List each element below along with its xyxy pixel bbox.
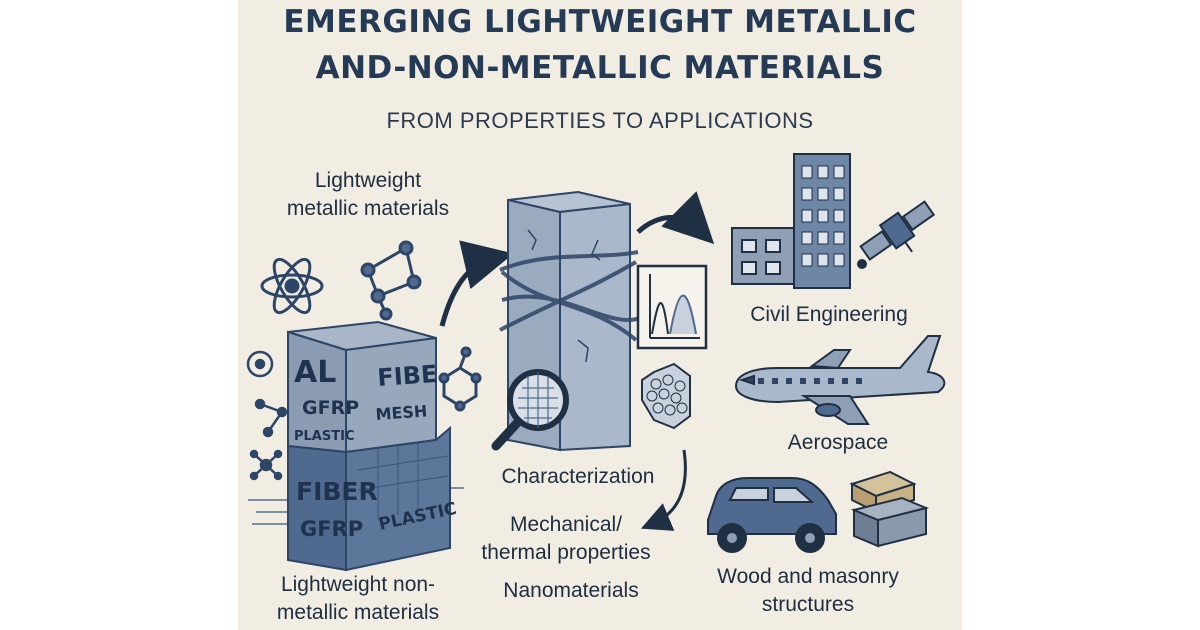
civil-engineering-label: Civil Engineering	[750, 303, 908, 326]
material-block-stack: AL GFRP PLASTIC FIBE MESH FIBER GFRP PLA…	[287, 320, 458, 572]
satellite-icon	[857, 200, 936, 269]
nanostructure-icon	[641, 362, 691, 430]
block-label-gfrp-bottom: GFRP	[300, 517, 363, 541]
block-label-al: AL	[294, 355, 336, 390]
arrow-to-applications	[636, 191, 715, 245]
atom-icon	[260, 257, 324, 315]
block-label-fibe: FIBE	[376, 360, 438, 392]
block-label-fiber: FIBER	[296, 477, 378, 506]
ring-molecule-icon	[438, 346, 482, 412]
arrow-to-characterization	[439, 240, 514, 327]
block-label-gfrp: GFRP	[302, 397, 359, 419]
properties-label-line-2: thermal properties	[481, 541, 651, 564]
nonmetallic-label-line-2: metallic materials	[276, 601, 440, 624]
metallic-label-line-1: Lightweight	[314, 169, 422, 192]
subtitle: FROM PROPERTIES TO APPLICATIONS	[386, 108, 814, 133]
building-icon	[731, 153, 851, 289]
curve-chart-icon	[636, 264, 708, 350]
magnifier-icon	[491, 369, 569, 451]
properties-label-line-1: Mechanical/	[509, 513, 623, 536]
bond-icon	[254, 398, 288, 438]
block-label-mesh: MESH	[375, 401, 428, 424]
molecule-icon	[360, 240, 422, 321]
airplane-icon	[734, 335, 946, 425]
characterization-label: Characterization	[501, 465, 655, 488]
cross-molecule-icon	[249, 449, 283, 481]
arrow-to-properties	[640, 449, 687, 531]
block-label-plastic: PLASTIC	[294, 429, 354, 444]
title-line-2: AND-NON-METALLIC MATERIALS	[315, 50, 885, 86]
wood-masonry-label-line-2: structures	[761, 593, 855, 616]
infographic-canvas: EMERGING LIGHTWEIGHT METALLIC AND-NON-ME…	[238, 0, 962, 630]
illustration: AL GFRP PLASTIC FIBE MESH FIBER GFRP PLA…	[246, 153, 946, 572]
nanomaterials-label: Nanomaterials	[503, 579, 639, 602]
car-icon	[707, 477, 837, 553]
title-line-1: EMERGING LIGHTWEIGHT METALLIC	[283, 4, 917, 40]
aerospace-label: Aerospace	[787, 431, 889, 454]
wood-masonry-label-line-1: Wood and masonry	[717, 565, 899, 588]
metallic-label-line-2: metallic materials	[286, 197, 450, 220]
wood-masonry-icon	[849, 470, 930, 548]
nonmetallic-label-line-1: Lightweight non-	[280, 573, 436, 596]
target-icon	[246, 350, 274, 378]
